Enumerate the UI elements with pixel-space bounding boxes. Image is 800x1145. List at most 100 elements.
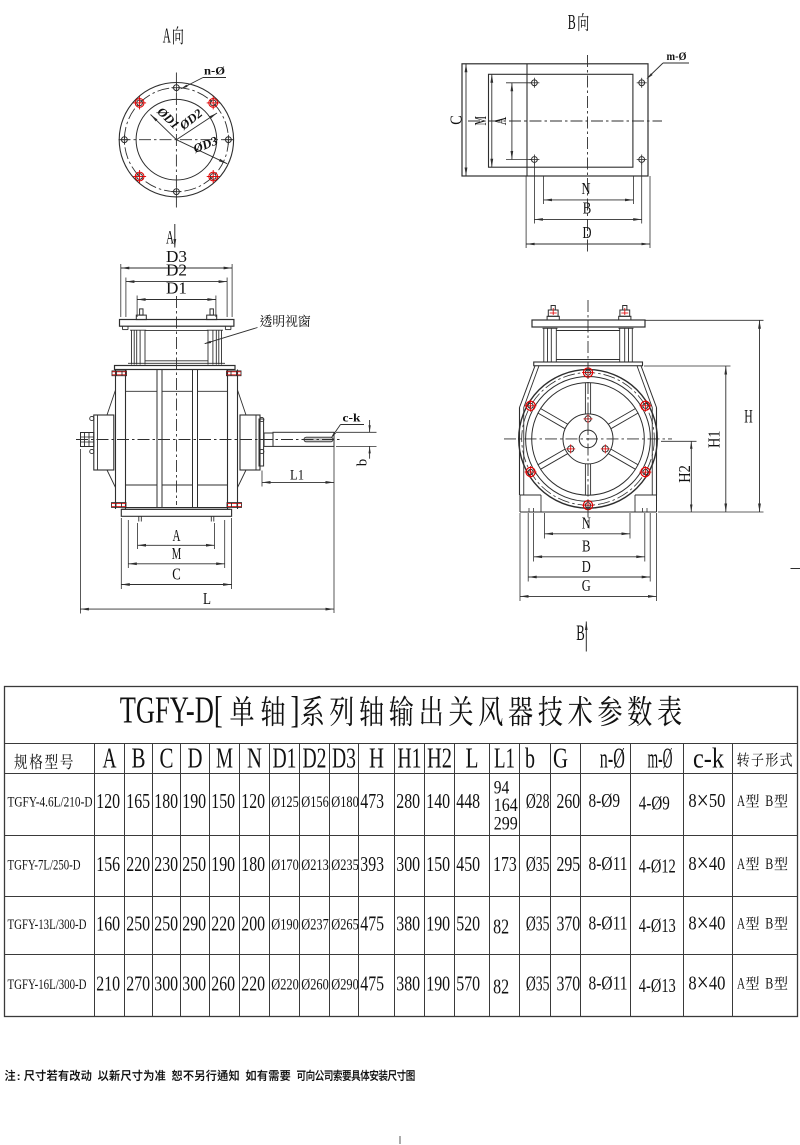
svg-text:570: 570 — [456, 971, 480, 995]
svg-text:b: b — [525, 743, 535, 775]
svg-text::: : — [17, 1071, 21, 1083]
svg-text:300: 300 — [396, 852, 420, 876]
svg-text:Ø35: Ø35 — [526, 971, 550, 995]
svg-text:8-Ø11: 8-Ø11 — [589, 972, 628, 994]
svg-text:8-Ø11: 8-Ø11 — [589, 913, 628, 935]
svg-text:164: 164 — [494, 795, 518, 816]
svg-text:448: 448 — [456, 789, 480, 813]
svg-text:300: 300 — [182, 971, 206, 995]
svg-text:150: 150 — [426, 852, 450, 876]
svg-text:8×40: 8×40 — [688, 968, 725, 997]
svg-text:4-Ø13: 4-Ø13 — [639, 975, 676, 997]
svg-text:B: B — [765, 793, 773, 810]
svg-text:Ø156: Ø156 — [301, 794, 329, 811]
svg-text:N: N — [582, 514, 591, 533]
svg-text:120: 120 — [96, 789, 120, 813]
svg-text:H: H — [369, 743, 384, 775]
svg-text:L1: L1 — [494, 743, 515, 775]
svg-text:210: 210 — [96, 971, 120, 995]
svg-text:L: L — [466, 743, 479, 775]
svg-text:475: 475 — [360, 912, 384, 936]
svg-text:M: M — [216, 743, 233, 775]
svg-text:Ø237: Ø237 — [301, 917, 329, 934]
svg-text:260: 260 — [557, 789, 581, 813]
svg-text:L: L — [203, 589, 211, 608]
svg-text:N: N — [582, 179, 591, 198]
svg-text:190: 190 — [211, 852, 235, 876]
svg-text:190: 190 — [426, 971, 450, 995]
svg-text:Ø125: Ø125 — [271, 794, 299, 811]
svg-text:m-Ø: m-Ø — [648, 744, 673, 775]
svg-text:H1: H1 — [705, 430, 724, 448]
svg-text:156: 156 — [96, 852, 120, 876]
svg-text:A: A — [173, 526, 181, 545]
svg-text:A: A — [166, 227, 174, 248]
svg-text:290: 290 — [182, 912, 206, 936]
svg-text:299: 299 — [494, 814, 518, 835]
svg-text:A: A — [103, 743, 117, 775]
svg-text:250: 250 — [126, 912, 150, 936]
svg-text:D2: D2 — [303, 743, 327, 775]
svg-text:H: H — [744, 407, 753, 428]
svg-text:Ø213: Ø213 — [301, 857, 329, 874]
svg-text:160: 160 — [96, 912, 120, 936]
svg-text:250: 250 — [182, 852, 206, 876]
svg-text:TGFY-13L/300-D: TGFY-13L/300-D — [8, 917, 87, 933]
svg-text:D: D — [583, 223, 592, 242]
svg-text:250: 250 — [154, 912, 178, 936]
svg-text:H1: H1 — [398, 743, 422, 775]
svg-text:n-Ø: n-Ø — [204, 66, 225, 78]
svg-text:200: 200 — [241, 912, 265, 936]
svg-text:Ø290: Ø290 — [331, 976, 359, 993]
svg-text:D3: D3 — [166, 247, 187, 266]
svg-text:370: 370 — [557, 971, 581, 995]
svg-text:B: B — [132, 743, 146, 775]
svg-text:G: G — [553, 743, 568, 775]
svg-text:8×50: 8×50 — [688, 786, 725, 815]
svg-text:C: C — [172, 565, 181, 584]
svg-text:B: B — [568, 10, 576, 34]
svg-text:L1: L1 — [290, 468, 304, 484]
svg-text:N: N — [247, 743, 262, 775]
svg-text:M: M — [172, 544, 182, 563]
svg-text:b: b — [355, 459, 371, 467]
svg-text:D: D — [188, 743, 203, 775]
svg-text:180: 180 — [241, 852, 265, 876]
svg-text:Ø220: Ø220 — [271, 976, 299, 993]
svg-text:8×40: 8×40 — [688, 849, 725, 878]
svg-text:B: B — [765, 916, 773, 933]
svg-text:Ø180: Ø180 — [331, 794, 359, 811]
svg-text:520: 520 — [456, 912, 480, 936]
svg-text:473: 473 — [360, 789, 384, 813]
svg-text:TGFY-D[: TGFY-D[ — [120, 689, 223, 731]
svg-text:190: 190 — [182, 789, 206, 813]
svg-text:393: 393 — [360, 852, 384, 876]
svg-text:A: A — [737, 793, 745, 810]
svg-text:C: C — [447, 115, 466, 125]
svg-text:190: 190 — [426, 912, 450, 936]
svg-text:A: A — [491, 117, 510, 126]
svg-text:A: A — [163, 24, 171, 48]
svg-text:450: 450 — [456, 852, 480, 876]
svg-text:B: B — [582, 537, 591, 556]
svg-text:B: B — [576, 620, 585, 645]
svg-text:Ø35: Ø35 — [526, 852, 550, 876]
svg-text:82: 82 — [493, 915, 509, 939]
svg-text:270: 270 — [126, 971, 150, 995]
svg-text:94: 94 — [494, 778, 510, 799]
svg-text:8-Ø9: 8-Ø9 — [589, 790, 621, 812]
svg-text:Ø235: Ø235 — [331, 857, 359, 874]
svg-text:Ø265: Ø265 — [331, 917, 359, 934]
svg-text:D2: D2 — [166, 261, 187, 280]
svg-text:165: 165 — [126, 789, 150, 813]
svg-text:Ø28: Ø28 — [526, 789, 550, 813]
svg-text:TGFY-16L/300-D: TGFY-16L/300-D — [8, 977, 87, 993]
svg-text:300: 300 — [154, 971, 178, 995]
svg-text:B: B — [583, 199, 592, 218]
svg-text:220: 220 — [241, 971, 265, 995]
svg-text:8-Ø11: 8-Ø11 — [589, 853, 628, 875]
svg-text:B: B — [765, 856, 773, 873]
svg-text:H2: H2 — [427, 743, 452, 775]
svg-text:4-Ø13: 4-Ø13 — [639, 915, 676, 937]
svg-text:A: A — [737, 916, 745, 933]
